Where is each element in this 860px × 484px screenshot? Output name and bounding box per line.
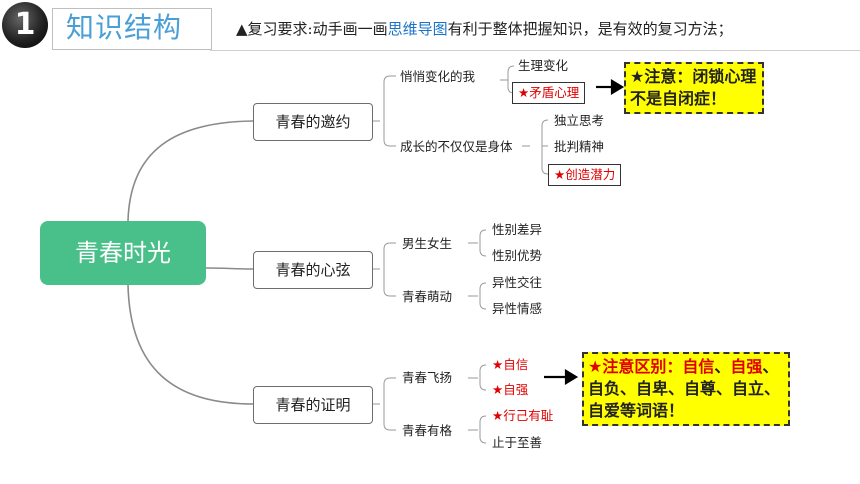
note-text: 、自负、自卑、自尊、自立、自爱等词语！ [588,357,781,420]
sub-node[interactable]: 青春飞扬 [402,370,453,385]
root-to-branch-2 [205,267,254,270]
leaf-node-highlight[interactable]: ★自信 [492,357,529,372]
review-requirement: ▲复习要求:动手画一画思维导图有利于整体把握知识，是有效的复习方法； [236,18,733,40]
sub-node[interactable]: 悄悄变化的我 [400,69,476,84]
leaf-node[interactable]: 异性交往 [492,275,543,290]
note-box-distinguish: ★注意区别：自信、自强、自负、自卑、自尊、自立、自爱等词语！ [582,352,790,426]
leaf-node-highlight[interactable]: ★自强 [492,382,529,397]
branch-node-proof[interactable]: 青春的证明 [253,386,373,424]
title-box [52,8,212,50]
leaf-node[interactable]: 性别优势 [492,248,543,263]
note-box-closure: ★注意：闭锁心理不是自闭症！ [624,62,764,114]
mind-map-link[interactable]: 思维导图 [387,20,448,38]
leaf-node-highlight[interactable]: ★创造潜力 [548,164,622,186]
sub-node[interactable]: 成长的不仅仅是身体 [400,139,513,154]
title-underline [210,50,860,51]
requirement-prefix: ▲复习要求:动手画一画 [236,20,388,38]
requirement-suffix: 有利于整体把握知识，是有效的复习方法； [447,20,733,38]
note-separator: 、 [714,357,731,376]
sub-node[interactable]: 青春萌动 [402,289,453,304]
branch-node-invitation[interactable]: 青春的邀约 [253,103,373,141]
leaf-node-highlight[interactable]: ★行己有耻 [492,408,554,423]
leaf-node[interactable]: 异性情感 [492,301,543,316]
leaf-node[interactable]: 性别差异 [492,222,543,237]
note-highlight: ★注意区别：自信 [588,357,715,376]
branch-node-heartstrings[interactable]: 青春的心弦 [253,251,373,289]
leaf-node[interactable]: 独立思考 [554,113,605,128]
sub-node[interactable]: 青春有格 [402,423,453,438]
root-to-branch-3 [127,284,254,405]
root-to-branch-1 [127,120,254,222]
root-node[interactable]: 青春时光 [40,221,206,285]
section-number-badge: 1 [2,2,48,48]
page-title: 知识结构 [66,11,183,44]
sub-node[interactable]: 男生女生 [402,236,453,251]
leaf-node[interactable]: 止于至善 [492,435,543,450]
leaf-node[interactable]: 批判精神 [554,139,605,154]
note-highlight: 自强 [730,357,763,376]
leaf-node-highlight[interactable]: ★矛盾心理 [512,82,586,104]
leaf-node[interactable]: 生理变化 [518,58,569,73]
